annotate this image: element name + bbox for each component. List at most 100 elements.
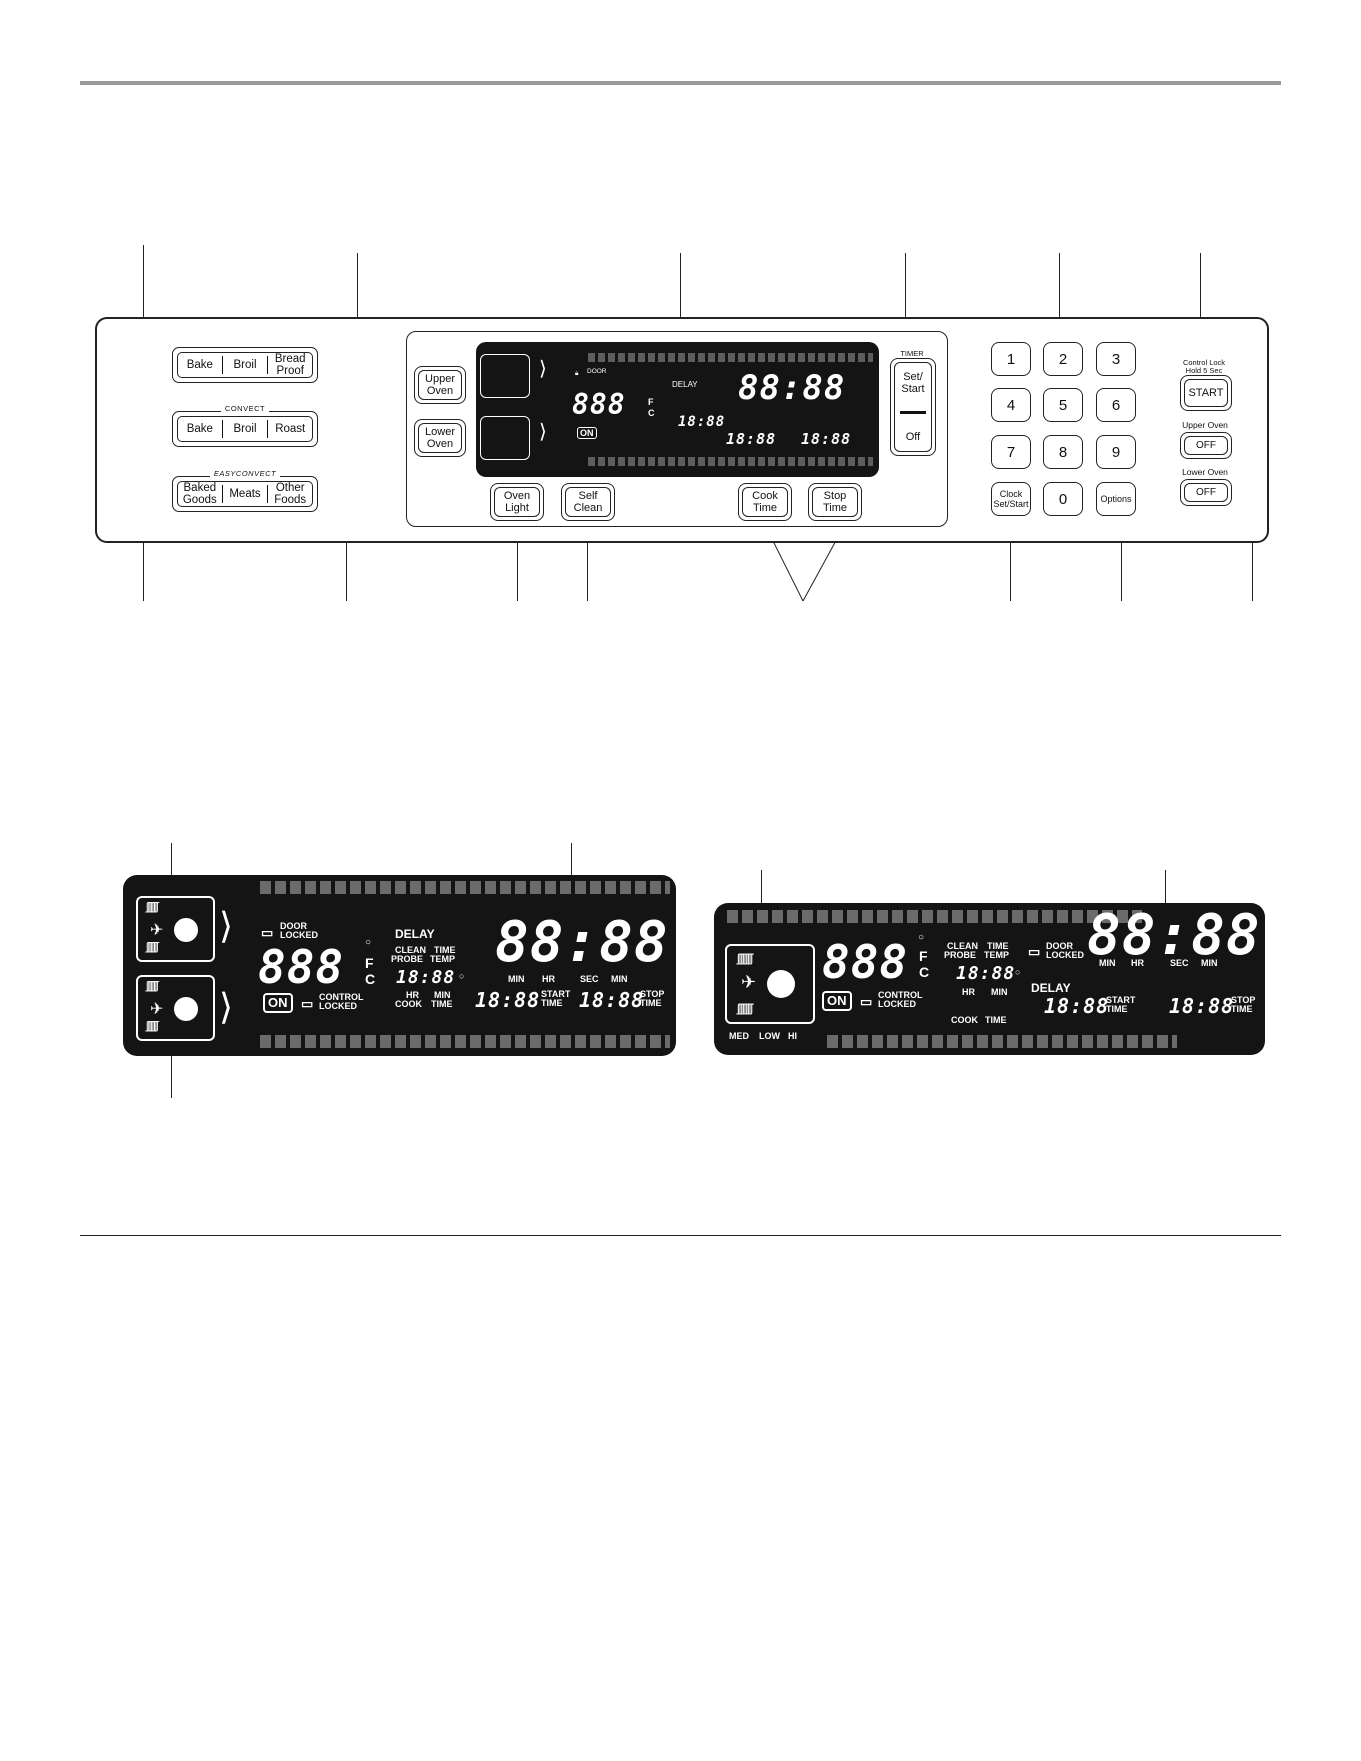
on-indicator: ON	[822, 991, 852, 1011]
lower-oven-indicator-icon: ⟩	[219, 986, 234, 1027]
stop-time-digits: 18:88	[1169, 994, 1235, 1018]
door-lock-icon: ▭	[1028, 944, 1041, 959]
upper-oven-off-label: Upper Oven	[1182, 420, 1228, 430]
bottom-rule	[80, 1235, 1281, 1236]
stop-time-button[interactable]: Stop Time	[808, 483, 862, 521]
clean-label: CLEAN	[947, 941, 978, 951]
text-segment-row	[827, 1035, 1177, 1048]
clock-hr-label: HR	[542, 974, 555, 984]
convect-group: CONVECT Bake Broil Roast	[172, 404, 318, 447]
divider	[221, 485, 224, 503]
display-subpanel	[406, 331, 948, 527]
leader-line	[905, 253, 906, 363]
time2-label: TIME	[431, 999, 453, 1009]
stop-time-label: TIME	[640, 998, 662, 1008]
timer-title: TIMER	[888, 350, 936, 358]
key-3[interactable]: 3	[1096, 342, 1136, 376]
cook-time-button[interactable]: Cook Time	[738, 483, 792, 521]
stop-time-label: TIME	[1231, 1004, 1253, 1014]
convect-broil-button[interactable]: Broil	[233, 423, 257, 435]
delay-label: DELAY	[672, 380, 698, 389]
self-clean-label: Self Clean	[565, 487, 611, 517]
options-button[interactable]: Options	[1096, 482, 1136, 516]
key-1[interactable]: 1	[991, 342, 1031, 376]
meats-button[interactable]: Meats	[229, 488, 261, 500]
cook-time-label: Cook Time	[742, 487, 788, 517]
clock-digits: 88:88	[1087, 903, 1261, 968]
broil-button[interactable]: Broil	[233, 359, 257, 371]
small-stop-digits: 18:88	[801, 430, 852, 448]
clock-set-start-button[interactable]: Clock Set/Start	[991, 482, 1031, 516]
lock-icon: ▭	[261, 925, 274, 940]
clock-sec-label: SEC	[1170, 958, 1189, 968]
small-clock-digits: 88:88	[738, 368, 846, 408]
baked-goods-button[interactable]: Baked Goods	[182, 482, 217, 506]
text-segment-row	[727, 910, 1142, 923]
leader-line	[1165, 870, 1166, 918]
small-temp-digits: 888	[572, 388, 626, 421]
delay-label: DELAY	[1031, 981, 1071, 995]
fahrenheit-label: F	[648, 397, 654, 407]
delay-label: DELAY	[395, 927, 435, 941]
bread-proof-button[interactable]: Bread Proof	[274, 353, 306, 377]
on-indicator: ON	[577, 427, 597, 439]
key-4[interactable]: 4	[991, 388, 1031, 422]
lower-oven-off-button[interactable]: OFF	[1180, 479, 1232, 506]
convect-roast-button[interactable]: Roast	[275, 423, 306, 435]
min-label: MIN	[991, 987, 1008, 997]
degree-icon: ○	[918, 932, 925, 943]
temperature-digits: 888	[258, 940, 345, 994]
lower-oven-button[interactable]: Lower Oven	[414, 419, 466, 457]
key-7[interactable]: 7	[991, 435, 1031, 469]
control-locked-label: LOCKED	[319, 1001, 357, 1011]
fahrenheit-label: F	[919, 948, 928, 964]
time-label: TIME	[987, 941, 1009, 951]
upper-oven-off-button[interactable]: OFF	[1180, 432, 1232, 459]
divider	[221, 420, 224, 438]
degree-icon: ○	[459, 971, 465, 981]
key-2[interactable]: 2	[1043, 342, 1083, 376]
door-label: DOOR	[1046, 941, 1073, 951]
small-start-digits: 18:88	[726, 430, 777, 448]
self-clean-button[interactable]: Self Clean	[561, 483, 615, 521]
upper-oven-button[interactable]: Upper Oven	[414, 366, 466, 404]
text-segment-row	[588, 353, 873, 362]
lower-oven-off-label: Lower Oven	[1182, 467, 1228, 477]
clock-sec-label: SEC	[580, 974, 599, 984]
other-foods-button[interactable]: Other Foods	[274, 482, 307, 506]
cook-label: COOK	[395, 999, 422, 1009]
lower-oven-fan-icon: ʃʃʃʃʃʃʃʃ ✈ ʃʃʃʃʃʃʃʃ	[136, 975, 215, 1041]
locked-label: LOCKED	[280, 930, 318, 940]
hi-label: HI	[788, 1031, 797, 1041]
key-8[interactable]: 8	[1043, 435, 1083, 469]
clock-hr-label: HR	[1131, 958, 1144, 968]
start-button[interactable]: START	[1180, 375, 1232, 411]
leader-line	[517, 540, 518, 601]
timer-set-start-button[interactable]: Set/ Start	[901, 371, 925, 396]
bake-broil-proof-group: Bake Broil Bread Proof	[172, 347, 318, 383]
leader-line	[1200, 253, 1201, 357]
bake-button[interactable]: Bake	[186, 359, 213, 371]
leader-line	[171, 843, 172, 890]
top-rule	[80, 81, 1281, 85]
leader-line	[143, 245, 144, 362]
door-label: DOOR	[587, 368, 607, 375]
key-5[interactable]: 5	[1043, 388, 1083, 422]
locked-label: LOCKED	[1046, 950, 1084, 960]
degree-icon: ○	[1015, 967, 1021, 977]
clean-label: CLEAN	[395, 945, 426, 955]
timer-button-group: Set/ Start Off	[890, 358, 936, 456]
text-segment-row	[260, 1035, 670, 1048]
leader-line	[1121, 540, 1122, 601]
key-0[interactable]: 0	[1043, 482, 1083, 516]
key-6[interactable]: 6	[1096, 388, 1136, 422]
key-9[interactable]: 9	[1096, 435, 1136, 469]
convect-title: CONVECT	[220, 404, 270, 413]
celsius-label: C	[648, 408, 655, 418]
timer-off-button[interactable]: Off	[905, 430, 921, 443]
start-label: START	[541, 989, 571, 999]
control-label: CONTROL	[319, 992, 364, 1002]
clock-min2-label: MIN	[611, 974, 628, 984]
convect-bake-button[interactable]: Bake	[186, 423, 213, 435]
oven-light-button[interactable]: Oven Light	[490, 483, 544, 521]
